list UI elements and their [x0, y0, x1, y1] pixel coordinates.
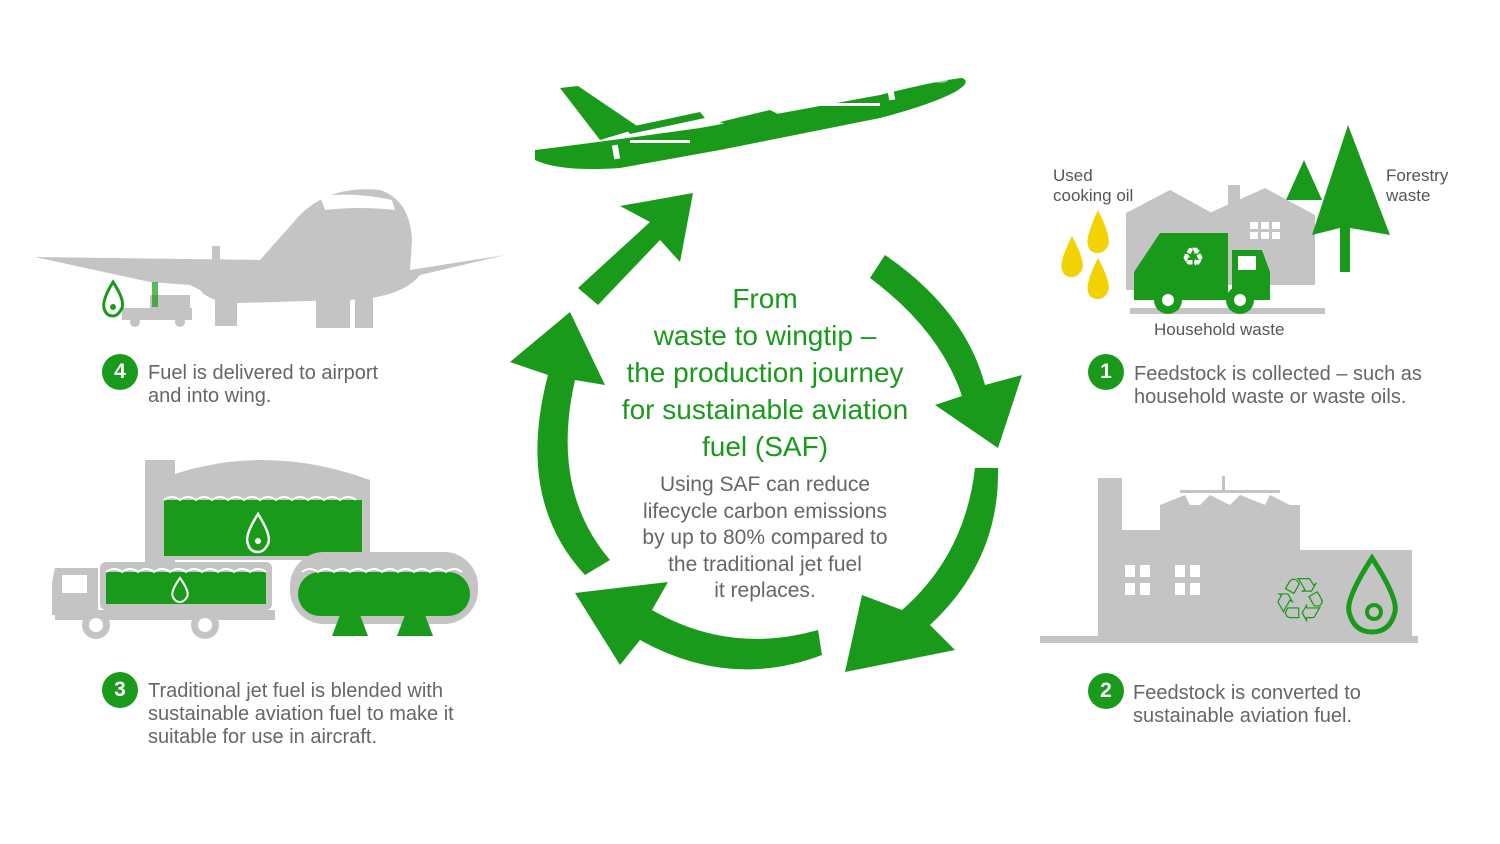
oil-drops-icon: [1061, 210, 1109, 299]
fuel-tank-icon: [145, 460, 370, 570]
tanker-truck-icon: [52, 562, 275, 639]
garbage-truck-icon: ♻: [1134, 233, 1270, 314]
forestry-waste-label: Forestry waste: [1386, 166, 1449, 205]
step-1-badge: 1: [1088, 354, 1124, 390]
tree-icon: [1286, 125, 1390, 272]
factory-icon: [1040, 476, 1418, 643]
svg-text:♻: ♻: [1181, 243, 1204, 273]
step-2-text: Feedstock is converted to sustainable av…: [1133, 682, 1361, 727]
step-4-badge: 4: [102, 354, 138, 390]
recycle-icon: ♲: [1272, 564, 1328, 637]
step-1-text: Feedstock is collected – such as househo…: [1134, 363, 1422, 408]
center-subtitle: Using SAF can reduce lifecycle carbon em…: [642, 473, 888, 602]
step-3-badge: 3: [102, 672, 138, 708]
plane-icon: [535, 77, 966, 169]
step-2-badge: 2: [1088, 673, 1124, 709]
used-cooking-oil-label: Used cooking oil: [1053, 166, 1134, 205]
svg-text:♲: ♲: [1272, 564, 1328, 637]
fuel-drop-icon: [102, 279, 158, 318]
fuel-drop-icon: [1346, 553, 1398, 635]
household-waste-label: Household waste: [1154, 320, 1285, 339]
circular-arrows-icon: [510, 193, 1022, 672]
step-4-text: Fuel is delivered to airport and into wi…: [148, 362, 379, 407]
step-3-text: Traditional jet fuel is blended with sus…: [148, 680, 454, 748]
grey-plane-icon: [35, 189, 505, 328]
fuel-tank-icon: [290, 552, 478, 636]
center-title: From waste to wingtip – the production j…: [621, 283, 909, 462]
